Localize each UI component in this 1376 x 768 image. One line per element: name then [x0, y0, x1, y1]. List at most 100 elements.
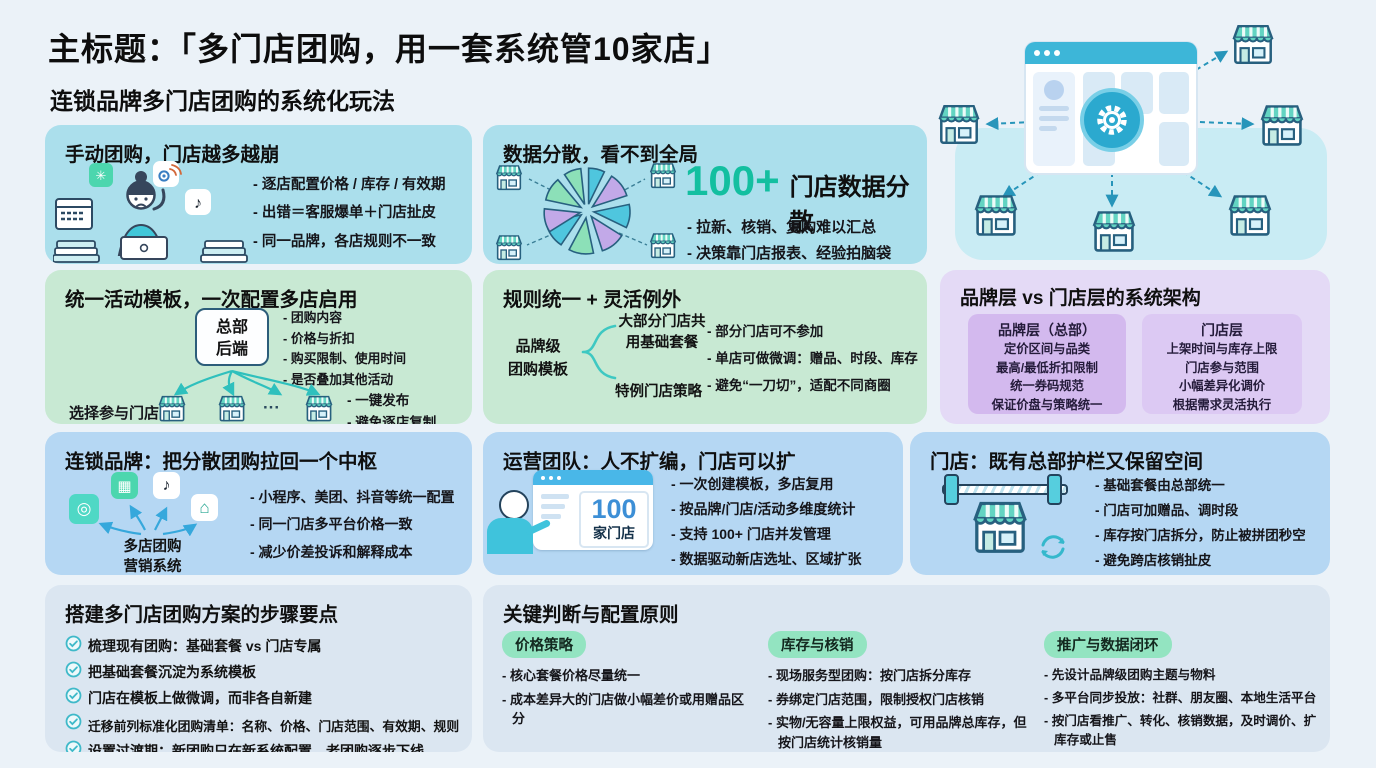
- store-count-number: 100: [591, 494, 637, 524]
- card-key-principles: 关键判断与配置原则 价格策略 - 核心套餐价格尽量统一 - 成本差异大的门店做小…: [483, 585, 1330, 752]
- bullet: - 门店可加赠品、调时段: [1095, 502, 1239, 518]
- checklist-text: 把基础套餐沉淀为系统模板: [88, 664, 256, 680]
- check-icon: [65, 740, 82, 752]
- storefront-icon: [1232, 24, 1274, 65]
- checklist-item: 设置过渡期：新团购只在新系统配置，老团购逐步下线: [65, 740, 459, 752]
- bullet: - 同一品牌，各店规则不一致: [253, 233, 436, 250]
- card-manual-groupbuy: 手动团购，门店越多越崩 ✳ ♪ - 逐店: [45, 125, 472, 264]
- store-layer-box: 门店层 上架时间与库存上限 门店参与范围 小幅差异化调价 根据需求灵活执行: [1142, 314, 1302, 414]
- card-title: 手动团购，门店越多越崩: [65, 144, 280, 166]
- checklist-item: 把基础套餐沉淀为系统模板: [65, 661, 459, 682]
- storefront-icon: [215, 394, 249, 424]
- principle-column-pricing: 价格策略 - 核心套餐价格尽量统一 - 成本差异大的门店做小幅差价或用赠品区分: [502, 631, 754, 729]
- svg-text:♪: ♪: [194, 195, 202, 212]
- bullet: - 一键发布: [347, 393, 410, 408]
- label-line: 多店团购: [123, 539, 182, 555]
- bullet: - 一次创建模板，多店复用: [671, 476, 834, 492]
- principle-column-promotion: 推广与数据闭环 - 先设计品牌级团购主题与物料 - 多平台同步投放：社群、朋友圈…: [1044, 631, 1326, 750]
- card-ops-team: 运营团队：人不扩编，门店可以扩 100 家门店 - 一次创建模板，多店复用 - …: [483, 432, 903, 575]
- bullet: - 支持 100+ 门店并发管理: [671, 525, 831, 542]
- bullet: - 是否叠加其他活动: [283, 372, 394, 388]
- hub-label: 多店团购 营销系统: [95, 538, 210, 575]
- store-layer-header: 门店层: [1201, 322, 1243, 338]
- column-tag: 价格策略: [502, 631, 586, 658]
- store-layer-line: 小幅差异化调价: [1178, 379, 1266, 394]
- card-title: 品牌层 vs 门店层的系统架构: [960, 288, 1201, 309]
- select-stores-label: 选择参与门店: [69, 405, 160, 422]
- presenter-body: [487, 518, 533, 554]
- card-unified-template: 统一活动模板，一次配置多店启用 总部 后端 - 团购内容 - 价格与折扣 - 购…: [45, 270, 472, 424]
- hq-backend-box: 总部 后端: [195, 308, 269, 366]
- storefront-icon: [1092, 210, 1136, 253]
- checklist-text: 梳理现有团购：基础套餐 vs 门店专属: [88, 638, 322, 654]
- storefront-icon: [302, 394, 336, 424]
- bullet: - 按门店看推广、转化、核销数据，及时调价、扩库存或止售: [1044, 713, 1317, 747]
- tiktok-icon: ♪: [153, 472, 180, 499]
- bullet: - 出错＝客服爆单＋门店扯皮: [253, 205, 436, 222]
- photo-app-icon: ▦: [111, 472, 138, 499]
- card-title: 搭建多门店团购方案的步骤要点: [65, 604, 339, 626]
- brand-layer-line: 统一券码规范: [1010, 379, 1084, 394]
- bullet: - 决策靠门店报表、经验拍脑袋: [687, 245, 892, 263]
- bullet: - 多平台同步投放：社群、朋友圈、本地生活平台: [1044, 690, 1317, 705]
- card-rules-exceptions: 规则统一 + 灵活例外 品牌级 团购模板 大部分门店共 用基础套餐 特例门店策略…: [483, 270, 927, 424]
- principle-column-inventory: 库存与核销 - 现场服务型团购：按门店拆分库存 - 券绑定门店范围，限制授权门店…: [768, 631, 1032, 752]
- checklist-text: 迁移前列标准化团购清单：名称、价格、门店范围、有效期、规则: [88, 719, 460, 734]
- checklist-text: 门店在模板上做微调，而非各自新建: [88, 690, 312, 706]
- bullet: - 数据驱动新店选址、区域扩张: [671, 550, 862, 567]
- storefront-icon: [649, 162, 677, 189]
- branch-brace: [581, 324, 617, 380]
- check-icon: [65, 661, 82, 678]
- label-line: 用基础套餐: [625, 335, 699, 352]
- storefront-icon: [967, 498, 1033, 558]
- card-chain-brand-hub: 连锁品牌：把分散团购拉回一个中枢 ◎ ▦ ♪ ⌂ 多店团购 营销系统 - 小程序…: [45, 432, 472, 575]
- bullet: - 价格与折扣: [283, 330, 355, 346]
- bullet: - 券绑定门店范围，限制授权门店核销: [768, 691, 984, 707]
- check-icon: [65, 635, 82, 652]
- bullet: - 避免跨店核销扯皮: [1095, 552, 1212, 568]
- brand-layer-header: 品牌层（总部）: [998, 322, 1096, 338]
- bullet: - 部分门店可不参加: [707, 324, 824, 339]
- store-layer-line: 根据需求灵活执行: [1172, 398, 1272, 413]
- column-tag: 库存与核销: [768, 631, 867, 658]
- hq-line: 总部: [215, 319, 248, 336]
- hero-system-illustration: [938, 24, 1304, 253]
- checklist-item: 门店在模板上做微调，而非各自新建: [65, 687, 459, 708]
- big-number-label: 门店数据分散: [789, 174, 910, 236]
- refresh-icon: [1041, 535, 1065, 559]
- ellipsis: ···: [263, 398, 280, 417]
- bullet: - 基础套餐由总部统一: [1095, 478, 1225, 493]
- label-line: 品牌级: [515, 338, 561, 355]
- window-titlebar: [533, 470, 653, 485]
- brand-layer-line: 保证价盘与策略统一: [991, 398, 1103, 413]
- presenter-illustration: [499, 490, 529, 520]
- bullet: - 核心套餐价格尽量统一: [502, 668, 640, 683]
- bullet: - 库存按门店拆分，防止被拼团秒空: [1095, 527, 1306, 543]
- branch-top-label: 大部分门店共 用基础套餐: [617, 312, 707, 354]
- bullet: - 实物/无容量上限权益，可用品牌总库存，但按门店统计核销量: [768, 715, 1027, 750]
- bullet: - 成本差异大的门店做小幅差价或用赠品区分: [502, 691, 744, 727]
- guardrail-barbell-icon: [936, 474, 1070, 505]
- bullet: - 现场服务型团购：按门店拆分库存: [768, 668, 971, 683]
- bullet: - 减少价差投诉和解释成本: [250, 543, 413, 560]
- page-subtitle: 连锁品牌多门店团购的系统化玩法: [50, 88, 395, 114]
- bullet: - 拉新、核销、复购难以汇总: [687, 219, 877, 236]
- card-title: 数据分散，看不到全局: [503, 144, 699, 166]
- storefront-icon: [1260, 104, 1304, 147]
- storefront-icon: [155, 394, 189, 424]
- store-count-panel: 100 家门店: [579, 491, 649, 548]
- bullet: - 先设计品牌级团购主题与物料: [1044, 668, 1216, 682]
- bullet: - 按品牌/门店/活动多维度统计: [671, 500, 856, 517]
- check-icon: [65, 687, 82, 704]
- svg-text:✳: ✳: [96, 168, 107, 183]
- hub-arrows: [98, 504, 198, 537]
- dashboard-window: 100 家门店: [533, 470, 653, 550]
- storefront-icon: [495, 164, 523, 191]
- hq-line: 后端: [215, 340, 248, 358]
- checklist-item: 梳理现有团购：基础套餐 vs 门店专属: [65, 635, 459, 656]
- page-title: 主标题：「多门店团购，用一套系统管10家店」: [48, 31, 730, 67]
- storefront-icon: [649, 232, 677, 259]
- fanout-arrows: [173, 370, 321, 397]
- bullet: - 避免逐店复制: [347, 414, 437, 424]
